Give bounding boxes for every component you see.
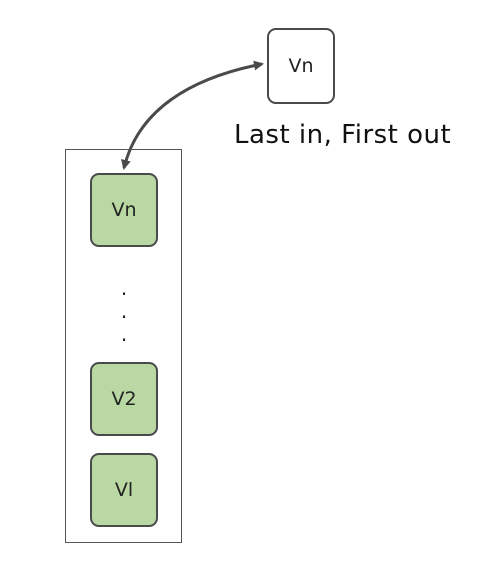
stack-item-second: V2 bbox=[90, 362, 158, 436]
ellipsis-dot: . bbox=[120, 299, 128, 323]
stack-item-label: Vl bbox=[114, 479, 134, 501]
stack-container bbox=[65, 149, 182, 543]
caption: Last in, First out bbox=[234, 120, 452, 150]
top-node: Vn bbox=[267, 28, 335, 104]
ellipsis: . . . bbox=[114, 278, 134, 344]
stack-item-label: V2 bbox=[111, 388, 137, 410]
stack-item-top: Vn bbox=[90, 173, 158, 247]
ellipsis-dot: . bbox=[120, 322, 128, 346]
stack-item-bottom: Vl bbox=[90, 453, 158, 527]
stack-item-label: Vn bbox=[111, 199, 137, 221]
ellipsis-dot: . bbox=[120, 276, 128, 300]
top-node-label: Vn bbox=[288, 55, 314, 77]
